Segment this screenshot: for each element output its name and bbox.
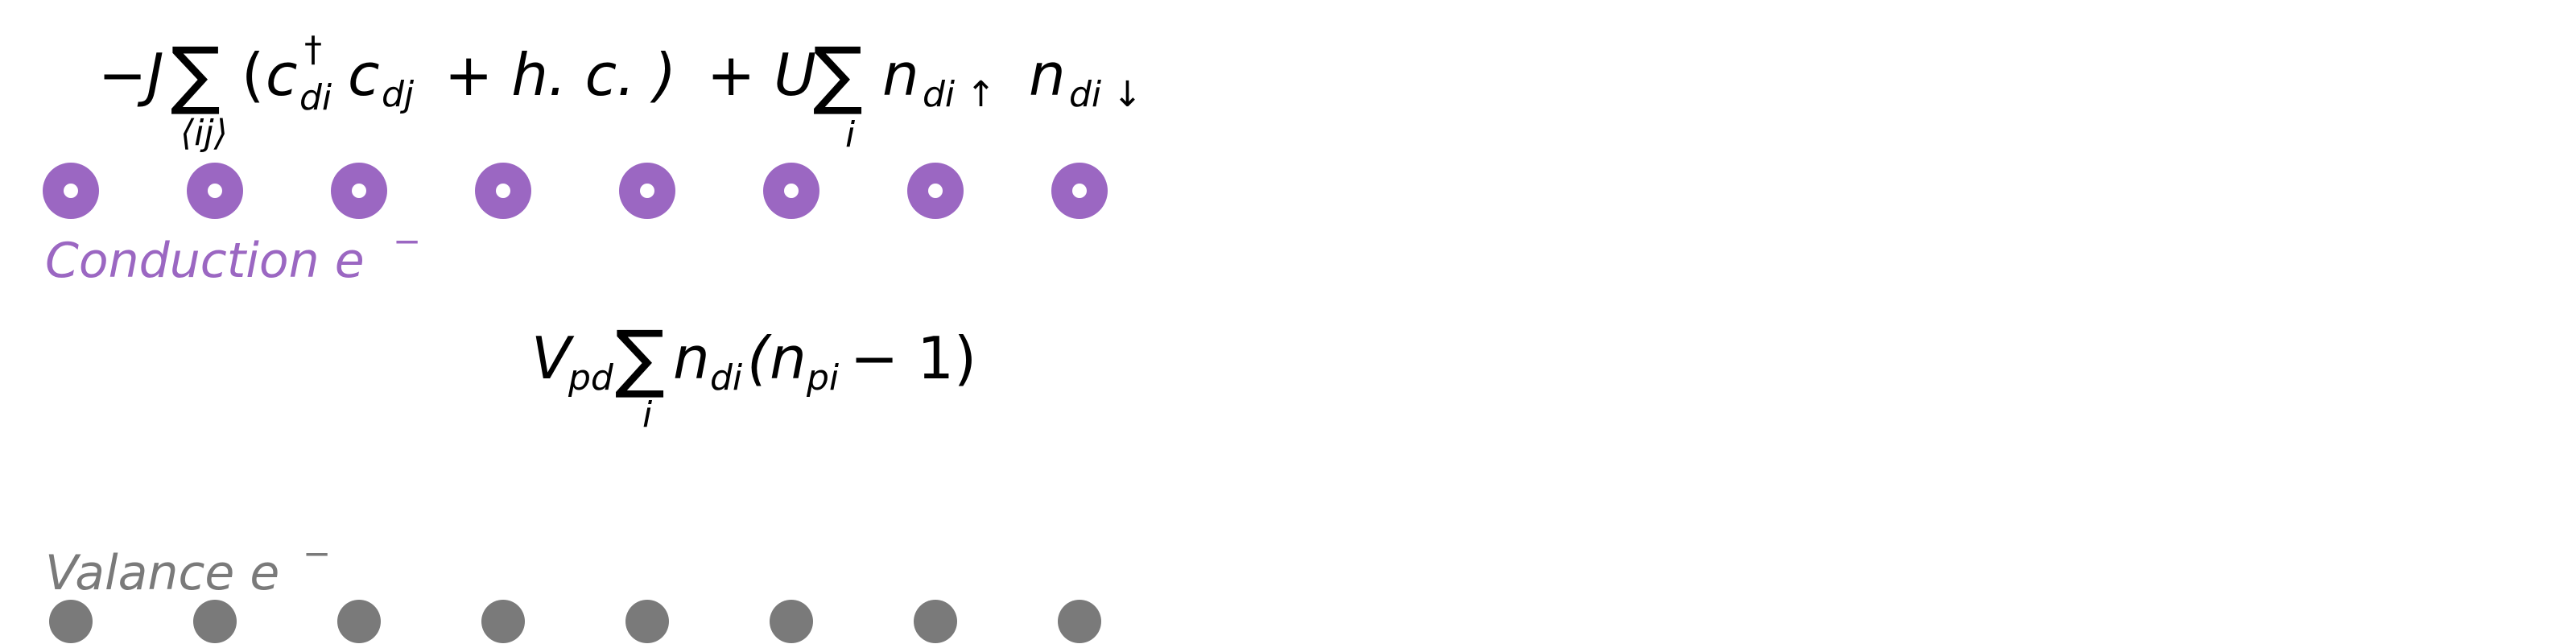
- hopping-open-paren: (: [242, 41, 264, 109]
- onsite-sum-index: i: [845, 114, 856, 155]
- dagger-superscript: †: [304, 29, 322, 70]
- conduction-label: Conduction e: [45, 233, 365, 289]
- conduction-site-core: [640, 184, 654, 198]
- valance-label: Valance e: [45, 545, 279, 601]
- hubbard-hamiltonian: −J ∑ ⟨ij⟩ ( c † di c dj + h. c. ) + U ∑ …: [98, 29, 1142, 155]
- interaction-term: V pd ∑ i n di (n pi − 1): [531, 315, 976, 436]
- conduction-site: [331, 163, 387, 219]
- interaction-tail: − 1): [850, 324, 976, 392]
- conduction-site: [43, 163, 99, 219]
- valance-site: [337, 600, 381, 643]
- onsite-sum-symbol: ∑: [813, 31, 863, 118]
- conduction-site: [1051, 163, 1108, 219]
- conduction-site-core: [784, 184, 799, 198]
- interaction-sum-index: i: [642, 394, 653, 436]
- n-d-subscript: di: [710, 357, 743, 398]
- conduction-site-core: [64, 184, 78, 198]
- plus-hc: + h. c. ): [444, 41, 676, 109]
- c-subscript: dj: [382, 74, 415, 115]
- conduction-site: [763, 163, 819, 219]
- valance-site: [481, 600, 525, 643]
- valance-site: [49, 600, 93, 643]
- conduction-site: [907, 163, 964, 219]
- conduction-site-core: [928, 184, 943, 198]
- n-p-subscript: pi: [806, 357, 840, 398]
- valance-site: [914, 600, 957, 643]
- conduction-site: [187, 163, 243, 219]
- interaction-sum-symbol: ∑: [615, 315, 665, 401]
- n-down-subscript: di ↓: [1069, 74, 1142, 115]
- valance-site: [193, 600, 237, 643]
- conduction-site-row: [43, 163, 1108, 219]
- hopping-sum-symbol: ∑: [171, 31, 221, 118]
- plus-u: + U: [707, 41, 816, 109]
- c-dagger-symbol: c: [266, 41, 298, 109]
- n-p-open: (n: [747, 324, 807, 392]
- conduction-site: [619, 163, 675, 219]
- conduction-site-core: [208, 184, 222, 198]
- conduction-site: [475, 163, 531, 219]
- conduction-superscript: −: [393, 221, 421, 261]
- valance-superscript: −: [303, 534, 331, 573]
- conduction-site-core: [352, 184, 366, 198]
- v-symbol: V: [531, 324, 575, 392]
- valance-site: [625, 600, 669, 643]
- n-down-symbol: n: [1029, 41, 1066, 109]
- c-dagger-subscript: di: [299, 77, 332, 118]
- conduction-site-core: [1072, 184, 1087, 198]
- v-subscript: pd: [568, 357, 614, 398]
- n-d-symbol: n: [673, 324, 710, 392]
- hopping-sum-index: ⟨ij⟩: [180, 113, 228, 154]
- conduction-site-core: [496, 184, 510, 198]
- valance-site: [770, 600, 813, 643]
- valance-site-row: [49, 600, 1101, 643]
- hopping-prefix: −J: [98, 41, 164, 109]
- n-up-symbol: n: [882, 41, 919, 109]
- c-symbol: c: [348, 41, 380, 109]
- valance-site: [1058, 600, 1101, 643]
- n-up-subscript: di ↑: [923, 74, 996, 115]
